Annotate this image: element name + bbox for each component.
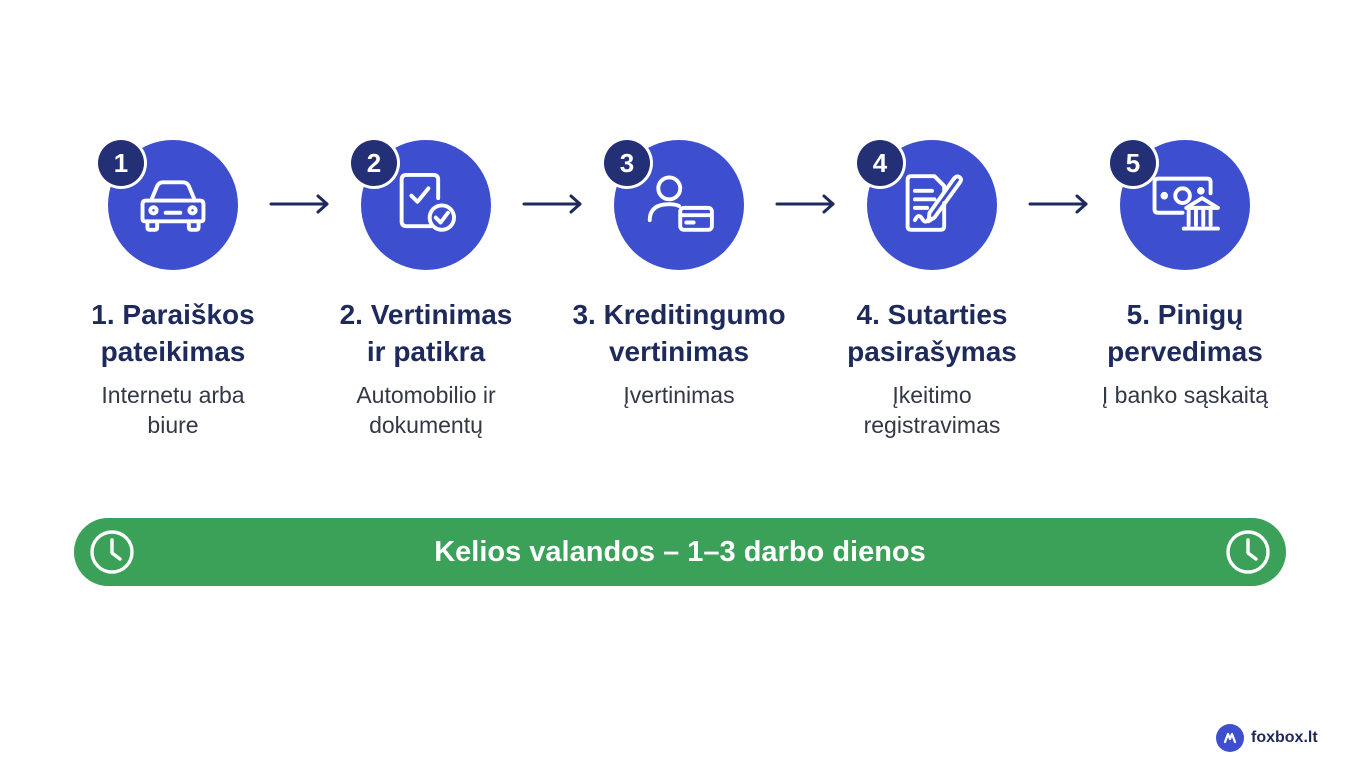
step-3-title: 3. Kreditingumo vertinimas [549,296,809,370]
step-2-title: 2. Vertinimas ir patikra [296,296,556,370]
step-5-desc: Į banko sąskaitą [1065,380,1305,410]
arrow-right-icon [269,194,329,214]
step-2-title-line2: ir patikra [366,336,486,367]
step-5-title: 5. Pinigų pervedimas [1055,296,1315,370]
step-3-title-line1: 3. Kreditingumo [572,299,786,330]
brand-name: foxbox.lt [1251,729,1318,746]
step-1-title-line2: pateikimas [100,336,246,367]
step-1-desc-line2: biure [147,412,199,438]
timeline-bar: Kelios valandos – 1–3 darbo dienos [74,518,1286,586]
step-3-desc-line1: Įvertinimas [623,382,735,408]
step-2-desc-line2: dokumentų [369,412,483,438]
step-4-title-line2: pasirašymas [847,336,1017,367]
step-4-desc: Įkeitimo registravimas [812,380,1052,440]
step-4-desc-line1: Įkeitimo [892,382,972,408]
clock-icon [90,530,134,574]
step-2-desc-line1: Automobilio ir [356,382,496,408]
step-1-badge: 1 [98,140,144,186]
step-5-title-line2: pervedimas [1107,336,1263,367]
arrow-right-icon [775,194,835,214]
arrow-right-icon [522,194,582,214]
step-1-title: 1. Paraiškos pateikimas [43,296,303,370]
car-icon [134,164,212,247]
arrow-right-icon [1028,194,1088,214]
step-5-desc-line1: Į banko sąskaitą [1101,382,1269,408]
step-3-badge: 3 [604,140,650,186]
step-1-desc-line1: Internetu arba [101,382,245,408]
step-2-badge: 2 [351,140,397,186]
money-bank-icon [1146,164,1224,247]
step-1-desc: Internetu arba biure [53,380,293,440]
step-2-desc: Automobilio ir dokumentų [306,380,546,440]
step-5-badge: 5 [1110,140,1156,186]
contract-sign-icon [893,164,971,247]
document-check-icon [387,164,465,247]
step-4-badge: 4 [857,140,903,186]
step-4-title-line1: 4. Sutarties [856,299,1008,330]
brand-logo: foxbox.lt [1216,724,1318,752]
step-2-title-line1: 2. Vertinimas [339,299,513,330]
step-3-desc: Įvertinimas [559,380,799,410]
step-3-title-line2: vertinimas [608,336,750,367]
step-4-title: 4. Sutarties pasirašymas [802,296,1062,370]
step-5-title-line1: 5. Pinigų [1126,299,1244,330]
person-card-icon [640,164,718,247]
timeline-label: Kelios valandos – 1–3 darbo dienos [434,535,926,568]
step-4-desc-line2: registravimas [863,412,1001,438]
step-1-title-line1: 1. Paraiškos [91,299,255,330]
clock-icon [1226,530,1270,574]
brand-mark-icon [1216,724,1244,752]
